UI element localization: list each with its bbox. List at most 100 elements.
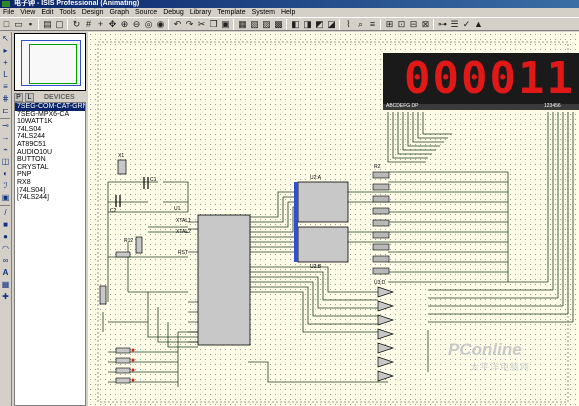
new-icon[interactable]: □ [3,19,10,29]
menu-system[interactable]: System [251,9,275,16]
origin-icon[interactable]: + [97,19,104,29]
print-icon[interactable]: ▤ [43,19,52,29]
graph-icon[interactable]: ⌁ [3,145,8,154]
seven-segment-display: 000011 [383,53,579,104]
grid-icon[interactable]: # [85,19,91,29]
menu-source[interactable]: Source [135,9,158,16]
devices-header: DEVICES [44,94,75,101]
search-icon[interactable]: ⌕ [357,19,364,29]
generator-icon[interactable]: ◐ [3,169,8,178]
block-move-icon[interactable]: ▧ [250,19,259,29]
menu-template[interactable]: Template [217,9,246,16]
device-list-item[interactable]: 7SEG-MPX6-CA [17,110,70,118]
box-icon[interactable]: ■ [3,220,8,229]
decompose-icon[interactable]: ◪ [327,19,336,29]
marker-icon[interactable]: ✚ [2,292,9,301]
arc-icon[interactable]: ◠ [2,244,9,253]
instrument-icon[interactable]: ▣ [1,193,10,202]
zoom-area-icon[interactable]: ◉ [156,19,165,29]
junction-icon[interactable]: + [3,58,8,67]
symbol-icon[interactable]: ▦ [1,280,10,289]
device-list-item[interactable]: 74LS244 [17,133,46,141]
block-rotate-icon[interactable]: ▨ [262,19,271,29]
open-icon[interactable]: ▭ [14,19,23,29]
text-icon[interactable]: A [2,268,9,277]
erc-icon[interactable]: ✓ [462,19,471,29]
overview-view-frame[interactable] [29,44,77,84]
bus-icon[interactable]: ⋕ [2,94,9,103]
device-list-item[interactable]: CRYSTAL [17,163,49,171]
label-c2: C2 [110,208,117,214]
pick-devices-button[interactable]: P [14,93,23,102]
refresh-icon[interactable]: ↻ [72,19,81,29]
ares-icon[interactable]: ▲ [474,19,483,29]
window-title: 电子钟 - ISIS Professional (Animating) [14,0,140,7]
resistor-network [372,171,390,275]
design-explorer-icon[interactable]: ⊞ [385,19,394,29]
probe-icon[interactable]: ℐ [3,181,8,190]
pick-device-icon[interactable]: ◧ [291,19,300,29]
redo-icon[interactable]: ↷ [185,19,194,29]
select-icon[interactable]: ↖ [2,34,9,43]
block-delete-icon[interactable]: ▩ [274,19,283,29]
property-tool-icon[interactable]: ≡ [369,19,376,29]
subcircuit-icon[interactable]: ⊏ [2,106,9,115]
component-icon[interactable]: ▸ [3,46,8,55]
undo-icon[interactable]: ↶ [173,19,182,29]
menu-file[interactable]: File [3,9,15,16]
menu-help[interactable]: Help [280,9,296,16]
device-list-item[interactable]: BUTTON [17,156,46,164]
netlist-icon[interactable]: ⊶ [438,19,447,29]
menu-edit[interactable]: Edit [41,9,54,16]
line-icon[interactable]: / [4,208,7,217]
package-icon[interactable]: ◩ [315,19,324,29]
terminal-icon[interactable]: ⊸ [2,121,9,130]
device-list-item[interactable]: AUDIO10U [17,148,53,156]
overview-window[interactable] [14,33,86,91]
path-icon[interactable]: ∞ [2,256,9,265]
remove-sheet-icon[interactable]: ⊟ [409,19,418,29]
text-script-icon[interactable]: ≡ [3,82,8,91]
crystal-x1 [117,159,127,175]
zoom-all-icon[interactable]: ◎ [144,19,153,29]
label-x1: X1 [118,153,125,159]
device-list-item[interactable]: 74LS04 [17,125,42,133]
schematic-drawing [97,41,574,403]
device-list-item[interactable]: [74LS244] [17,194,49,202]
wire-label-icon[interactable]: L [3,70,8,79]
tape-icon[interactable]: ◫ [1,157,10,166]
bill-of-materials-icon[interactable]: ☰ [450,19,459,29]
device-list-item[interactable]: RX8 [17,178,31,186]
new-sheet-icon[interactable]: ⊡ [397,19,406,29]
menu-library[interactable]: Library [189,9,212,16]
label-rst: RST [178,250,188,256]
make-device-icon[interactable]: ◨ [303,19,312,29]
area-icon[interactable]: ▢ [55,19,64,29]
schematic-canvas[interactable]: 000011 ABCDEFG DP 123456 X1 C2 C1 U1 R12… [88,32,579,406]
block-copy-icon[interactable]: ▦ [238,19,247,29]
pan-icon[interactable]: ✥ [108,19,117,29]
circle-icon[interactable]: ● [3,232,8,241]
menu-debug[interactable]: Debug [163,9,184,16]
menu-tools[interactable]: Tools [59,9,76,16]
copy-icon[interactable]: ❐ [209,19,218,29]
save-icon[interactable]: ▪ [28,19,33,29]
wire-autorouter-icon[interactable]: ⌇ [346,19,351,29]
menu-design[interactable]: Design [81,9,104,16]
zoom-to-child-icon[interactable]: ⊠ [421,19,430,29]
zoom-in-icon[interactable]: ⊕ [120,19,129,29]
device-list-item[interactable]: [74LS04] [17,186,46,194]
library-manager-button[interactable]: L [25,93,34,102]
device-list-item[interactable]: 7SEG-COM-CAT-GRN [15,103,85,111]
menu-view[interactable]: View [20,9,36,16]
device-list-item[interactable]: PNP [17,171,32,179]
device-list-item[interactable]: 10WATT1K [17,118,53,126]
device-pin-icon[interactable]: → [1,133,10,142]
device-list: 7SEG-COM-CAT-GRN 7SEG-MPX6-CA 10WATT1K 7… [14,102,86,406]
menu-graph[interactable]: Graph [109,9,129,16]
paste-icon[interactable]: ▣ [221,19,230,29]
device-list-item[interactable]: AT89C51 [17,140,47,148]
u2a-body [297,181,349,223]
zoom-out-icon[interactable]: ⊖ [132,19,141,29]
cut-icon[interactable]: ✂ [197,19,206,29]
